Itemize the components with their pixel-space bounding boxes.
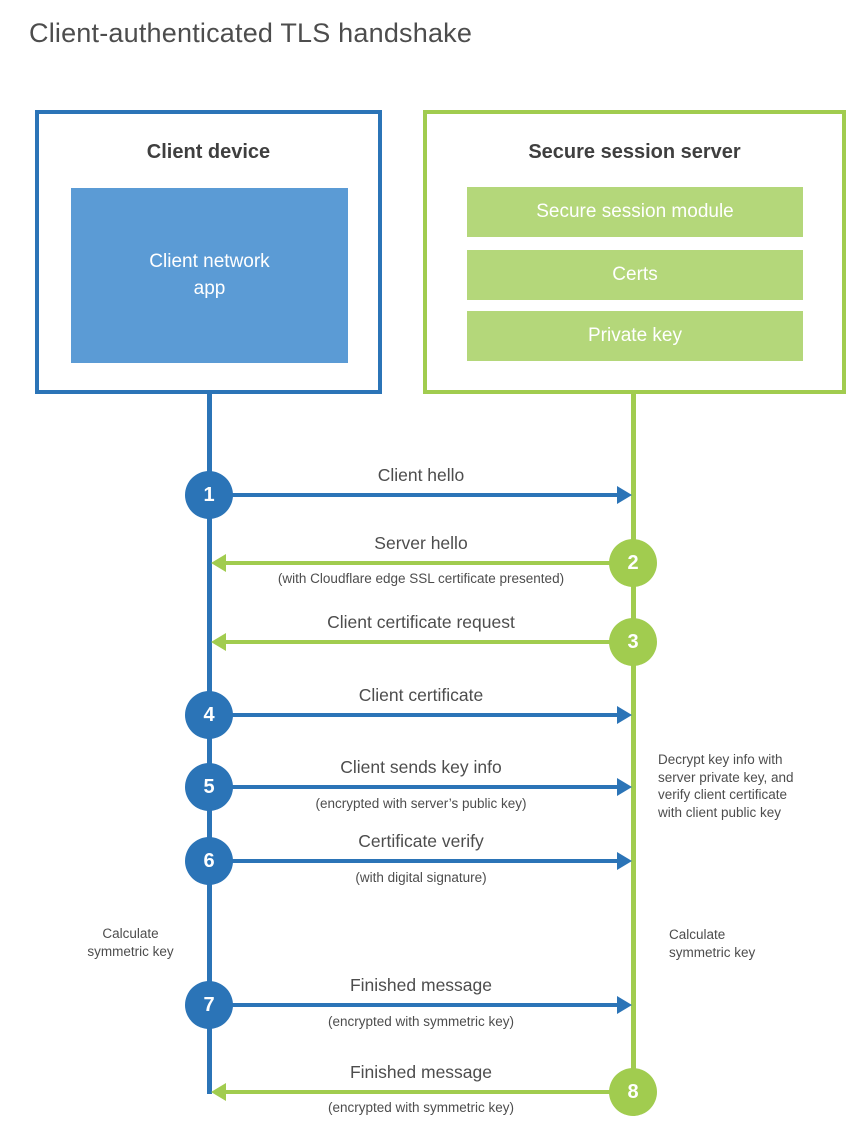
step-7-sublabel: (encrypted with symmetric key) (327, 1014, 515, 1029)
server-decrypt-note-line1: Decrypt key info with (658, 752, 783, 767)
step-3-label: Client certificate request (327, 612, 515, 632)
client-app-label-line1: Client network (149, 250, 270, 272)
step-2-label: Server hello (374, 533, 468, 553)
step-7-arrow (209, 1003, 618, 1007)
client-lifeline (207, 394, 212, 1094)
step-2-arrowhead-icon (211, 554, 226, 572)
client-device-box: Client device Client network app (35, 110, 382, 394)
step-5-badge: 5 (185, 763, 233, 811)
client-calculate-note-line1: Calculate (102, 926, 159, 941)
step-6-arrowhead-icon (617, 852, 632, 870)
client-network-app-box: Client network app (71, 188, 348, 363)
step-7-arrowhead-icon (617, 996, 632, 1014)
step-1-arrowhead-icon (617, 486, 632, 504)
server-lifeline (631, 394, 636, 1092)
step-5-sublabel: (encrypted with server’s public key) (315, 796, 527, 811)
step-2-sublabel: (with Cloudflare edge SSL certificate pr… (277, 571, 565, 586)
client-calculate-note: Calculate symmetric key (68, 925, 193, 960)
server-decrypt-note-line3: verify client certificate (658, 787, 788, 803)
step-2-arrow (225, 561, 611, 565)
step-1-label: Client hello (377, 465, 465, 485)
step-6-sublabel: (with digital signature) (355, 870, 487, 885)
step-8-sublabel: (encrypted with symmetric key) (327, 1100, 515, 1115)
step-8-arrow (225, 1090, 611, 1094)
step-2-badge: 2 (609, 539, 657, 587)
step-5-arrowhead-icon (617, 778, 632, 796)
step-4-arrowhead-icon (617, 706, 632, 724)
step-7-badge: 7 (185, 981, 233, 1029)
step-3-badge: 3 (609, 618, 657, 666)
server-calculate-note-line1: Calculate (669, 927, 726, 942)
step-6-label: Certificate verify (358, 831, 484, 851)
server-module-private-key: Private key (467, 311, 803, 361)
server-decrypt-note-line2: server private key, and (658, 769, 794, 785)
server-module-certs: Certs (467, 250, 803, 300)
step-5-arrow (209, 785, 618, 789)
server-module-secure-session: Secure session module (467, 187, 803, 237)
client-device-title: Client device (146, 141, 271, 163)
server-calculate-note: Calculate symmetric key (669, 926, 799, 961)
step-3-arrow (225, 640, 611, 644)
step-1-arrow (209, 493, 618, 497)
client-calculate-note-line2: symmetric key (87, 943, 174, 959)
step-8-badge: 8 (609, 1068, 657, 1116)
step-8-label: Finished message (349, 1062, 493, 1082)
step-6-arrow (209, 859, 618, 863)
step-7-label: Finished message (349, 975, 493, 995)
server-decrypt-note: Decrypt key info with server private key… (658, 751, 838, 821)
step-4-badge: 4 (185, 691, 233, 739)
page-title: Client-authenticated TLS handshake (29, 18, 473, 48)
secure-session-server-box: Secure session server Secure session mod… (423, 110, 846, 394)
step-3-arrowhead-icon (211, 633, 226, 651)
step-6-badge: 6 (185, 837, 233, 885)
client-app-label-line2: app (193, 277, 226, 299)
step-8-arrowhead-icon (211, 1083, 226, 1101)
step-1-badge: 1 (185, 471, 233, 519)
server-title: Secure session server (528, 141, 741, 163)
step-4-arrow (209, 713, 618, 717)
server-decrypt-note-line4: with client public key (658, 804, 782, 820)
step-5-label: Client sends key info (340, 757, 502, 777)
server-calculate-note-line2: symmetric key (669, 944, 756, 960)
step-4-label: Client certificate (358, 685, 484, 705)
